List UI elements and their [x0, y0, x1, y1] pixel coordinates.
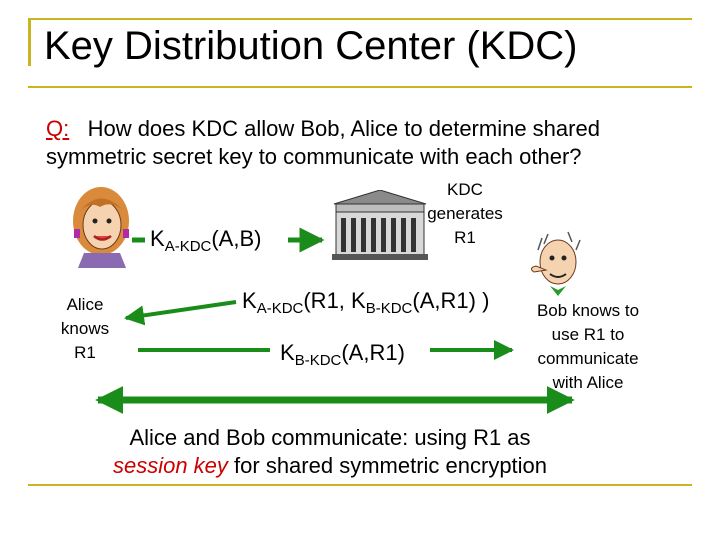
footer-text: Alice and Bob communicate: using R1 as s…: [0, 424, 660, 480]
kdc-to-alice-arrow: [126, 302, 236, 318]
footer-line-2-rest: for shared symmetric encryption: [228, 453, 547, 478]
footer-line-1: Alice and Bob communicate: using R1 as: [0, 424, 660, 452]
footer-line-2: session key for shared symmetric encrypt…: [0, 452, 660, 480]
session-key-term: session key: [113, 453, 228, 478]
